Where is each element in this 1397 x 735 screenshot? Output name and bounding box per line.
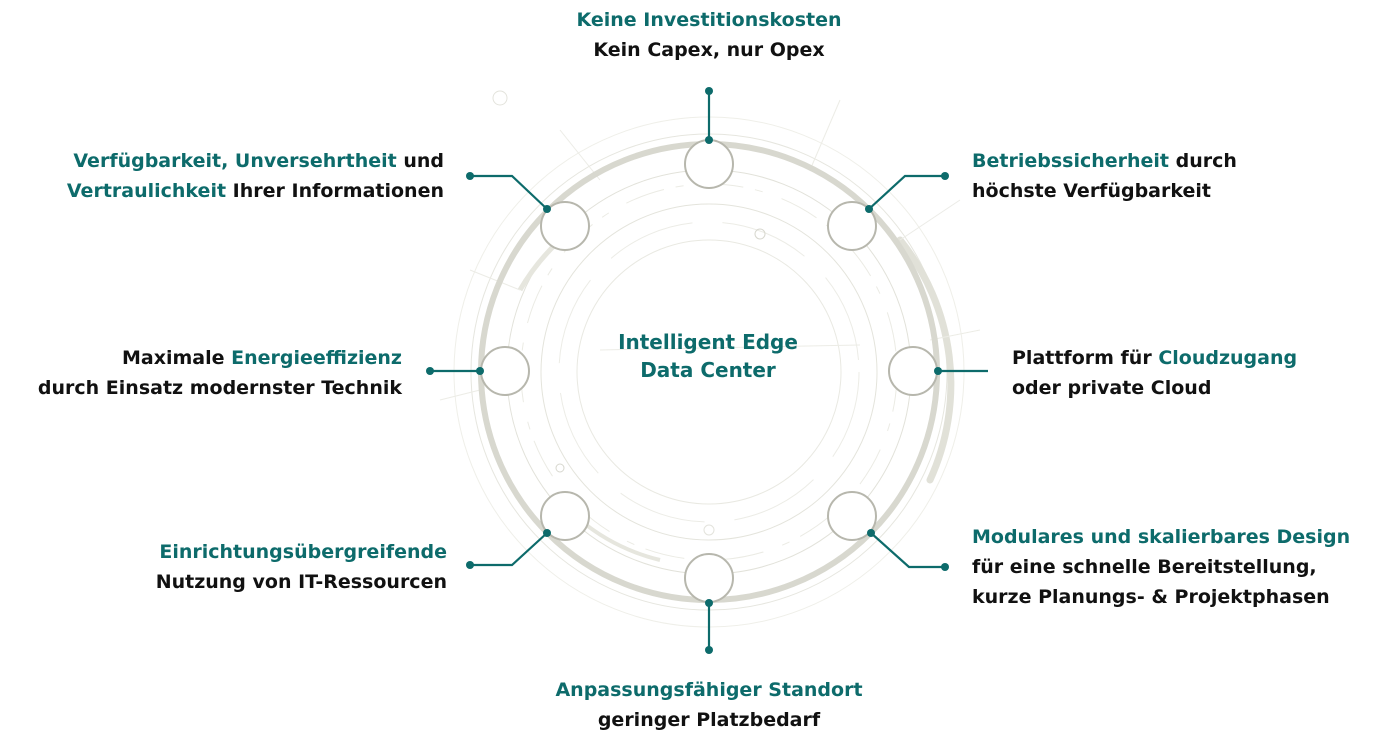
- dot-bottom-outer: [705, 646, 713, 654]
- label-top-left-rest2: Ihrer Informationen: [226, 180, 444, 202]
- node-top-left: [540, 201, 590, 251]
- label-right: Plattform für Cloudzugang oder private C…: [1012, 343, 1297, 403]
- label-bottom-line2: geringer Platzbedarf: [597, 709, 821, 731]
- dot-top-right-outer: [941, 172, 949, 180]
- label-top-right-teal: Betriebssicherheit: [972, 150, 1170, 172]
- label-bottom-teal: Anpassungsfähiger Standort: [555, 679, 863, 701]
- label-top-left-rest1: und: [396, 150, 444, 172]
- dot-top-outer: [705, 87, 713, 95]
- dot-bottom-right-inner: [867, 529, 875, 537]
- label-bottom-right: Modulares und skalierbares Design für ei…: [972, 522, 1350, 612]
- node-bottom-right: [827, 491, 877, 541]
- label-bottom-left-teal: Einrichtungsübergreifende: [159, 541, 447, 563]
- dot-right-inner: [934, 367, 942, 375]
- node-right: [888, 346, 938, 396]
- label-top-right: Betriebssicherheit durch höchste Verfügb…: [972, 146, 1237, 206]
- dot-bottom-right-outer: [941, 563, 949, 571]
- label-bottom-left: Einrichtungsübergreifende Nutzung von IT…: [156, 537, 447, 597]
- center-title: Intelligent Edge Data Center: [558, 328, 858, 384]
- label-left-line2: durch Einsatz modernster Technik: [37, 377, 402, 399]
- label-left-pre: Maximale: [121, 347, 232, 369]
- label-left-teal: Energieeffizienz: [231, 347, 402, 369]
- node-top-right: [827, 201, 877, 251]
- dot-top-inner: [705, 136, 713, 144]
- label-top-right-line2: höchste Verfügbarkeit: [972, 180, 1211, 202]
- nodes: [480, 139, 938, 603]
- dot-top-left-inner: [543, 205, 551, 213]
- label-top-teal: Keine Investitionskosten: [576, 9, 842, 31]
- label-top-line2: Kein Capex, nur Opex: [593, 39, 825, 61]
- connector-dots: [426, 87, 949, 654]
- center-title-line2: Data Center: [640, 358, 776, 382]
- label-bottom-right-teal: Modulares und skalierbares Design: [972, 526, 1351, 548]
- connector-top-left: [470, 174, 548, 210]
- dot-bottom-inner: [705, 599, 713, 607]
- label-bottom-right-line3: kurze Planungs- & Projektphasen: [972, 586, 1330, 608]
- label-left: Maximale Energieeffizienz durch Einsatz …: [38, 343, 402, 403]
- connectors: [430, 91, 988, 650]
- label-top: Keine Investitionskosten Kein Capex, nur…: [509, 5, 909, 65]
- node-top: [684, 139, 734, 189]
- label-top-left: Verfügbarkeit, Unversehrtheit und Vertra…: [67, 146, 444, 206]
- dot-bottom-left-outer: [466, 561, 474, 569]
- label-right-line2: oder private Cloud: [1012, 377, 1212, 399]
- dot-left-outer: [426, 367, 434, 375]
- dot-bottom-left-inner: [543, 529, 551, 537]
- node-left: [480, 346, 530, 396]
- label-top-left-teal-b: Vertraulichkeit: [66, 180, 227, 202]
- node-bottom-left: [540, 491, 590, 541]
- center-title-line1: Intelligent Edge: [618, 330, 798, 354]
- label-bottom: Anpassungsfähiger Standort geringer Plat…: [459, 675, 959, 735]
- connector-bottom-right: [870, 532, 945, 569]
- label-bottom-left-line2: Nutzung von IT-Ressourcen: [155, 571, 447, 593]
- label-top-right-rest: durch: [1169, 150, 1237, 172]
- dot-left-inner: [476, 367, 484, 375]
- dot-top-left-outer: [466, 172, 474, 180]
- label-right-pre: Plattform für: [1012, 347, 1159, 369]
- node-bottom: [684, 553, 734, 603]
- dot-top-right-inner: [865, 205, 873, 213]
- label-top-left-teal-a: Verfügbarkeit, Unversehrtheit: [73, 150, 397, 172]
- label-right-teal: Cloudzugang: [1158, 347, 1298, 369]
- label-bottom-right-line2: für eine schnelle Bereitstellung,: [972, 556, 1317, 578]
- connector-top-right: [868, 174, 945, 210]
- connector-bottom-left: [470, 532, 548, 567]
